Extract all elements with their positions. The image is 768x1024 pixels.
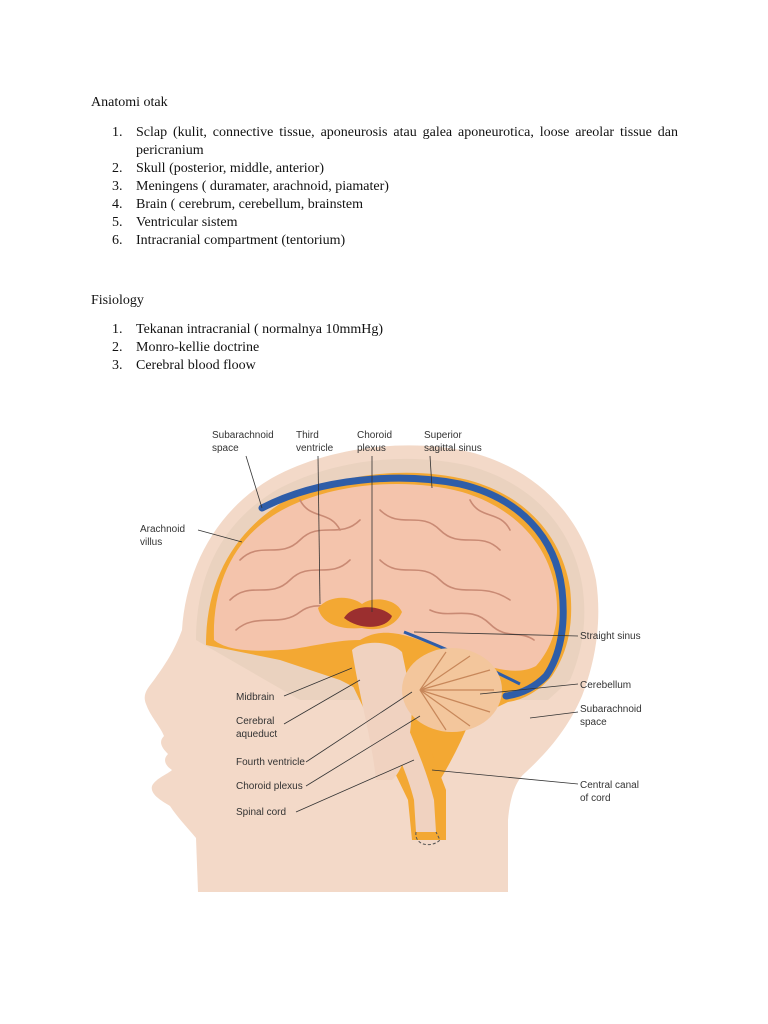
list-text: Tekanan intracranial ( normalnya 10mmHg) [136, 322, 384, 337]
list-number: 1. [112, 322, 123, 337]
list-number: 5. [112, 215, 123, 230]
list-item: 2. Monro-kellie doctrine [112, 339, 678, 357]
list-number: 1. [112, 125, 123, 140]
list-number: 3. [112, 179, 123, 194]
choroid-plexus-shape [344, 607, 392, 627]
list-number: 2. [112, 161, 123, 176]
list-item: 1. Tekanan intracranial ( normalnya 10mmH… [112, 321, 678, 339]
list-number: 4. [112, 197, 123, 212]
label-fourth-ventricle: Fourth ventricle [236, 757, 305, 768]
label-spinal-cord: Spinal cord [236, 807, 286, 818]
list-item: 2. Skull (posterior, middle, anterior) [112, 160, 678, 178]
physiology-list: 1. Tekanan intracranial ( normalnya 10mmH… [112, 321, 678, 375]
list-text: Ventricular sistem [136, 215, 238, 230]
list-item: 3. Cerebral blood floow [112, 357, 678, 375]
list-item: 4. Brain ( cerebrum, cerebellum, brainste… [112, 196, 678, 214]
sagittal-sinus [258, 474, 567, 700]
list-text: Sclap (kulit, connective tissue, aponeur… [136, 125, 678, 158]
list-text: Intracranial compartment (tentorium) [136, 233, 346, 248]
list-text: Brain ( cerebrum, cerebellum, brainstem [136, 197, 364, 212]
label-straight-sinus: Straight sinus [580, 631, 641, 642]
list-number: 6. [112, 233, 123, 248]
label-cerebellum: Cerebellum [580, 680, 631, 691]
list-number: 2. [112, 340, 123, 355]
list-text: Skull (posterior, middle, anterior) [136, 161, 325, 176]
anatomy-heading: Anatomi otak [91, 95, 168, 110]
list-item: 5. Ventricular sistem [112, 214, 678, 232]
list-number: 3. [112, 358, 123, 373]
label-choroid-plexus-bottom: Choroid plexus [236, 781, 303, 792]
list-item: 6. Intracranial compartment (tentorium) [112, 232, 678, 250]
leader-lines [197, 455, 579, 813]
physiology-heading: Fisiology [91, 293, 144, 308]
list-item: 1. Sclap (kulit, connective tissue, apone… [112, 124, 678, 160]
anatomy-list: 1. Sclap (kulit, connective tissue, apone… [112, 124, 678, 250]
cerebellum-folia [419, 651, 494, 731]
list-item: 3. Meningens ( duramater, arachnoid, piam… [112, 178, 678, 196]
list-text: Meningens ( duramater, arachnoid, piamat… [136, 179, 389, 194]
list-text: Monro-kellie doctrine [136, 340, 260, 355]
label-midbrain: Midbrain [236, 692, 274, 703]
list-text: Cerebral blood floow [136, 358, 256, 373]
cerebrum [213, 483, 558, 671]
